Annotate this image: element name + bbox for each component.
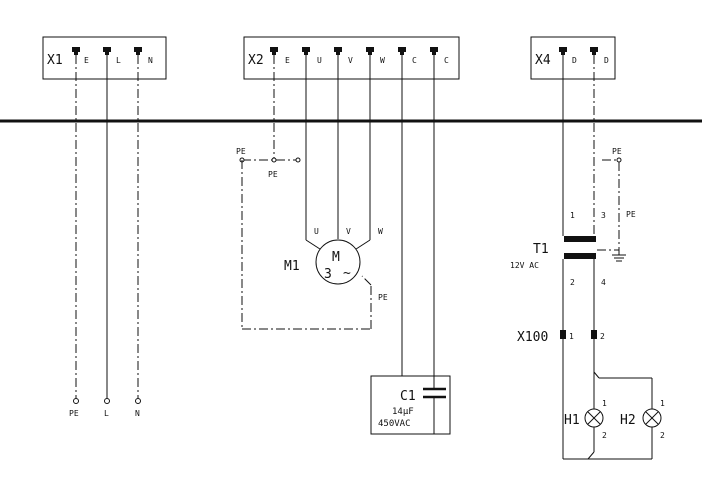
lamp-h2: H2 1 2 xyxy=(620,399,665,440)
motor-pe-lead xyxy=(361,275,372,286)
x2-pin-c1: C xyxy=(412,56,417,65)
capacitor-box xyxy=(370,375,451,435)
motor-ac-symbol: ~ xyxy=(343,266,351,281)
x100-pin-2-marker xyxy=(591,330,597,339)
x100-pin-2: 2 xyxy=(600,332,605,341)
lamp-circuit-bend xyxy=(593,371,600,379)
transformer-t1: 1 3 T1 12V AC 2 4 xyxy=(510,211,606,287)
x1-terminal-n-label: N xyxy=(135,409,140,418)
lamp-h2-pin-2: 2 xyxy=(660,431,665,440)
lamp-h2-ref: H2 xyxy=(620,413,636,428)
x1-terminal-l xyxy=(104,398,110,404)
motor-symbol-circle xyxy=(315,239,361,285)
x2-pin-w: W xyxy=(380,56,385,65)
transformer-ref: T1 xyxy=(533,242,549,257)
x4-pin-d2: D xyxy=(604,56,609,65)
x1-terminal-n xyxy=(135,398,141,404)
connector-x1-label: X1 xyxy=(47,53,63,68)
transformer-secondary-winding xyxy=(564,253,596,259)
motor-pin-u: U xyxy=(314,227,319,236)
transformer-pin-3: 3 xyxy=(601,211,606,220)
capacitor-ref: C1 xyxy=(400,389,416,404)
x4-pin-marker-d2 xyxy=(590,47,598,55)
x2-pin-v: V xyxy=(348,56,353,65)
pe-node-right xyxy=(295,157,301,163)
connector-x4: X4 D D xyxy=(530,36,616,80)
lamp-h1-cross-b xyxy=(587,411,601,425)
x1-pin-marker-n xyxy=(134,47,142,55)
pe-label-left-top: PE xyxy=(236,147,246,156)
motor-pe-label: PE xyxy=(378,293,388,302)
x2-pin-marker-c2 xyxy=(430,47,438,55)
transformer-pin-4: 4 xyxy=(601,278,606,287)
capacitor-value: 14µF xyxy=(392,407,414,417)
x1-terminal-pe xyxy=(73,398,79,404)
ground-icon xyxy=(612,250,626,262)
x2-pin-marker-w xyxy=(366,47,374,55)
right-pe-label-top: PE xyxy=(612,147,622,156)
x1-pin-e: E xyxy=(84,56,89,65)
x1-terminal-pe-label: PE xyxy=(69,409,79,418)
motor-m1: M 3 ~ M1 xyxy=(284,239,361,285)
x1-pin-n: N xyxy=(148,56,153,65)
lamp-h2-cross-b xyxy=(645,411,659,425)
x2-pin-u: U xyxy=(317,56,322,65)
transformer-pin-3-pe-label: PE xyxy=(626,210,636,219)
connector-x2: X2 E U V W C C xyxy=(243,36,460,80)
motor-letter: M xyxy=(332,250,340,265)
pe-label-left-bottom: PE xyxy=(268,170,278,179)
lamp-h1-pin-1: 1 xyxy=(602,399,607,408)
lamp-h1-pin-2: 2 xyxy=(602,431,607,440)
x2-pin-marker-u xyxy=(302,47,310,55)
connector-x100-label: X100 xyxy=(517,330,548,345)
transformer-rating: 12V AC xyxy=(510,261,539,270)
x100-pin-1-marker xyxy=(560,330,566,339)
x2-pin-marker-e xyxy=(270,47,278,55)
pe-node-center xyxy=(271,157,277,163)
x1-pin-marker-e xyxy=(72,47,80,55)
motor-phase: 3 xyxy=(324,267,332,282)
connector-x1-box xyxy=(42,36,167,80)
transformer-primary-winding xyxy=(564,236,596,242)
x1-pin-l: L xyxy=(116,56,121,65)
connector-x4-label: X4 xyxy=(535,53,551,68)
connector-x100: X100 1 2 xyxy=(517,330,605,345)
x100-pin-1: 1 xyxy=(569,332,574,341)
capacitor-c1: C1 14µF 450VAC xyxy=(370,375,451,435)
h1-bottom-bend xyxy=(587,451,595,460)
connector-x2-label: X2 xyxy=(248,53,264,68)
motor-pin-v: V xyxy=(346,227,351,236)
transformer-pin-1: 1 xyxy=(570,211,575,220)
connector-x1: X1 E L N xyxy=(42,36,167,80)
motor-pin-w: W xyxy=(378,227,383,236)
x2-pin-marker-c1 xyxy=(398,47,406,55)
x2-pin-marker-v xyxy=(334,47,342,55)
x1-pin-marker-l xyxy=(103,47,111,55)
lamp-h1: H1 1 2 xyxy=(564,399,607,440)
motor-ref: M1 xyxy=(284,259,300,274)
capacitor-voltage: 450VAC xyxy=(378,419,411,429)
x4-pin-marker-d1 xyxy=(559,47,567,55)
x4-pin-d1: D xyxy=(572,56,577,65)
lamp-h1-ref: H1 xyxy=(564,413,580,428)
x1-terminal-l-label: L xyxy=(104,409,109,418)
connector-x4-box xyxy=(530,36,616,80)
lamp-h2-pin-1: 1 xyxy=(660,399,665,408)
x2-pin-c2: C xyxy=(444,56,449,65)
transformer-pin-2: 2 xyxy=(570,278,575,287)
right-pe-node xyxy=(616,157,622,163)
x2-pin-e: E xyxy=(285,56,290,65)
connector-x2-box xyxy=(243,36,460,80)
